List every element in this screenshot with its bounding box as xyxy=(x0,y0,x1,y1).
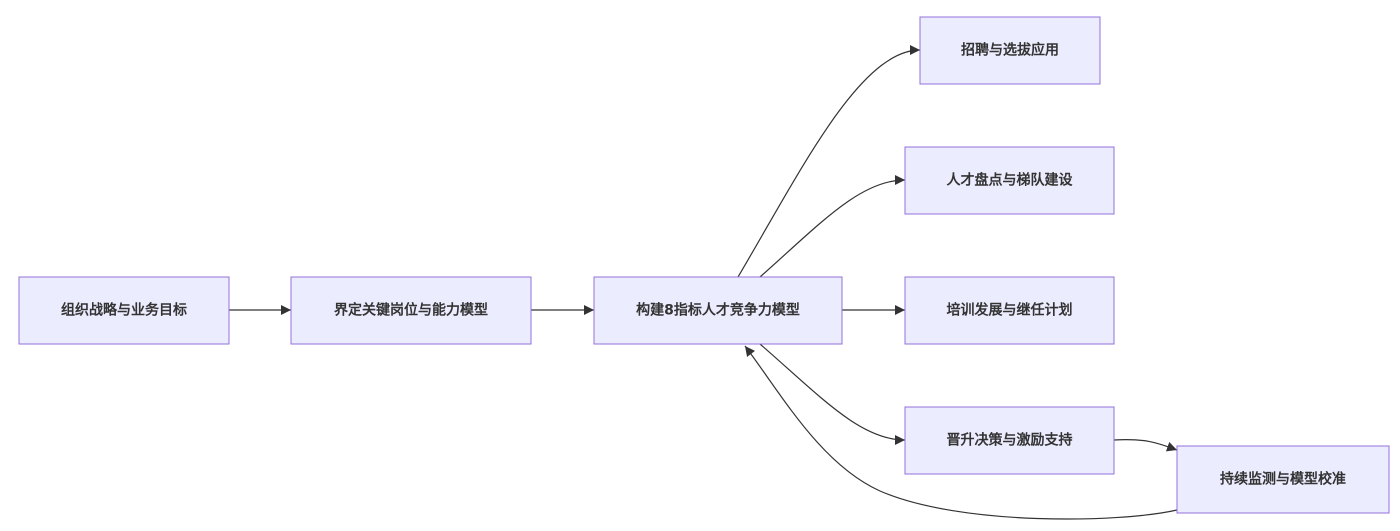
edge-promotion-to-monitor xyxy=(1113,439,1178,452)
node-key-roles-box xyxy=(290,276,532,345)
node-promotion-box xyxy=(904,406,1115,475)
node-key-roles: 界定关键岗位与能力模型 xyxy=(290,276,532,345)
node-training-label: 培训发展与继任计划 xyxy=(947,302,1073,319)
node-training-box xyxy=(904,276,1115,345)
node-monitor: 持续监测与模型校准 xyxy=(1176,445,1390,514)
node-review-label: 人才盘点与梯队建设 xyxy=(947,172,1074,189)
edge-model-to-review xyxy=(759,175,906,278)
node-model: 构建8指标人才竞争力模型 xyxy=(593,276,843,345)
node-recruit: 招聘与选拔应用 xyxy=(919,16,1101,85)
node-key-roles-label: 界定关键岗位与能力模型 xyxy=(334,302,488,319)
node-training: 培训发展与继任计划 xyxy=(904,276,1115,345)
node-monitor-box xyxy=(1176,445,1390,514)
edge-model-to-promotion xyxy=(759,343,906,445)
node-strategy-box xyxy=(18,276,230,345)
node-recruit-box xyxy=(919,16,1101,85)
node-model-box xyxy=(593,276,843,345)
edges xyxy=(229,45,1178,520)
edge-monitor-to-model xyxy=(744,345,1178,520)
node-recruit-label: 招聘与选拔应用 xyxy=(961,42,1059,59)
node-promotion-label: 晋升决策与激励支持 xyxy=(947,432,1073,449)
node-promotion: 晋升决策与激励支持 xyxy=(904,406,1115,475)
node-review: 人才盘点与梯队建设 xyxy=(904,146,1115,215)
node-model-label: 构建8指标人才竞争力模型 xyxy=(636,302,800,319)
node-strategy: 组织战略与业务目标 xyxy=(18,276,230,345)
node-strategy-label: 组织战略与业务目标 xyxy=(61,302,187,319)
node-monitor-label: 持续监测与模型校准 xyxy=(1220,471,1346,488)
node-review-box xyxy=(904,146,1115,215)
edge-model-to-recruit xyxy=(737,45,921,278)
